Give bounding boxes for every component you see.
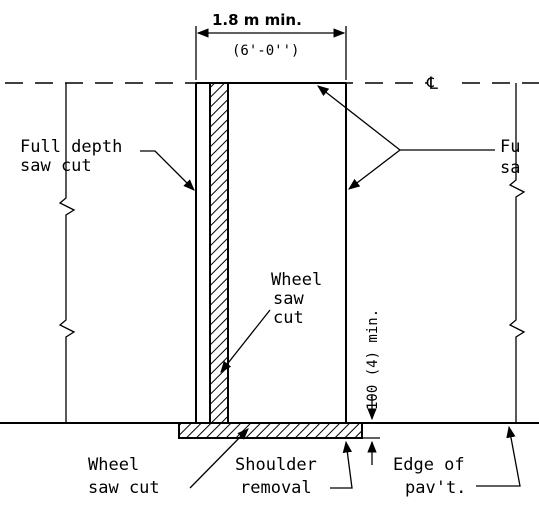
depth-dim-label: 100 (4) min. (365, 309, 381, 410)
full-depth-right-leader-top (317, 85, 401, 151)
wheel-cut-upper-line3: cut (273, 308, 304, 328)
width-imperial-label: (6'-0'') (232, 43, 299, 59)
wheel-cut-lower-line2: saw cut (88, 478, 160, 498)
edge-of-pav-leader (476, 425, 521, 487)
shoulder-removal-line1: Shoulder (235, 455, 317, 475)
width-metric-label: 1.8 m min. (212, 11, 302, 29)
shoulder-removal-line2: removal (240, 478, 312, 498)
wheel-cut-upper-line1: Wheel (271, 270, 322, 290)
full-depth-label-left-line1: Full depth (20, 137, 122, 157)
full-depth-label-right-line1: Fu (500, 137, 520, 157)
wheel-saw-cut-strip (209, 82, 229, 424)
full-depth-label-right-line2: sa (500, 158, 520, 178)
edge-of-pav-line2: pav't. (405, 478, 466, 498)
left-break-line (58, 83, 76, 423)
edge-of-pav-line1: Edge of (393, 455, 465, 475)
full-depth-label-left-line2: saw cut (20, 156, 92, 176)
centerline-symbol: ℄ (426, 74, 438, 94)
wheel-cut-lower-line1: Wheel (88, 455, 139, 475)
wheel-cut-upper-line2: saw (273, 289, 304, 309)
right-break-line (508, 83, 526, 423)
full-depth-left-leader (140, 150, 195, 191)
wheel-cut-upper-leader (220, 309, 271, 373)
full-depth-right-leader-side (348, 149, 401, 190)
shoulder-removal-leader (330, 440, 353, 489)
wheel-cut-lower-leader (189, 428, 249, 489)
shoulder-removal-strip (178, 422, 363, 439)
